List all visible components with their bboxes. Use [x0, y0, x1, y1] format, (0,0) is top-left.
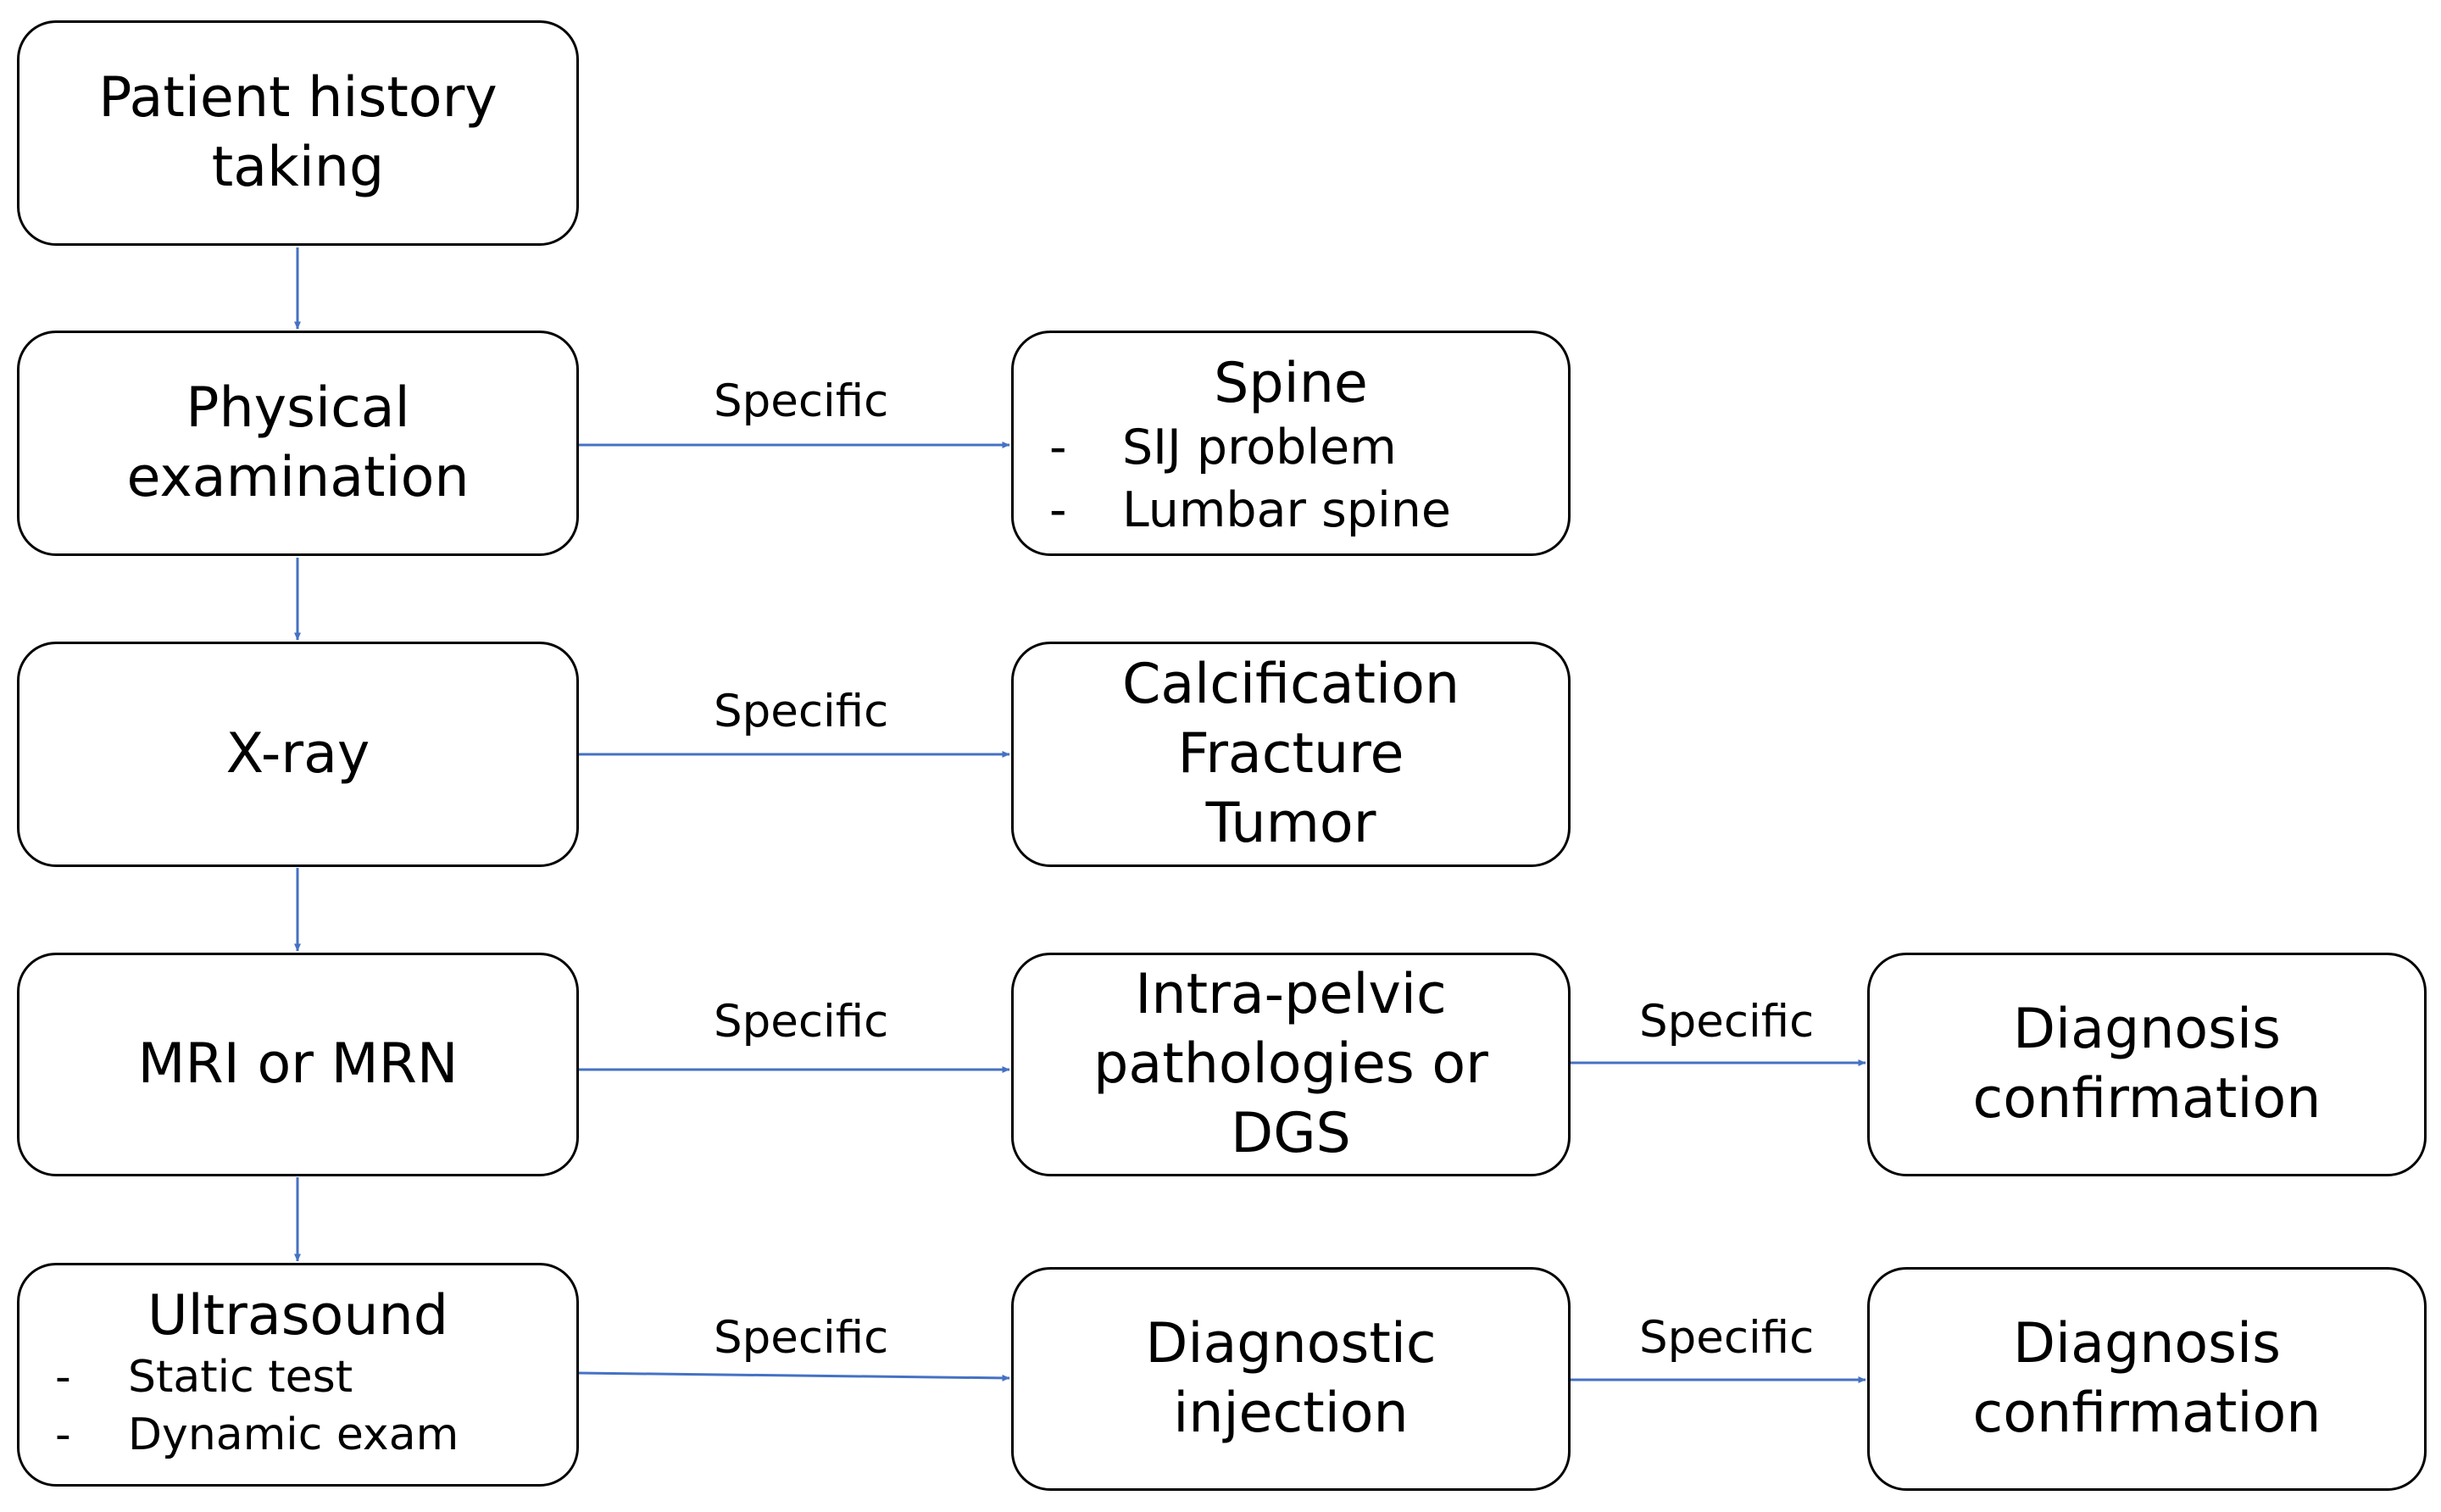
bullet-dash: - — [55, 1352, 71, 1403]
edge-label-specific: Specific — [1639, 1312, 1815, 1364]
diagnosis-confirmation-label: Diagnosis confirmation — [1972, 998, 2321, 1131]
list-item: - Dynamic exam — [19, 1406, 576, 1464]
edge-label-specific: Specific — [714, 686, 889, 737]
ultrasound-item-label: Static test — [128, 1352, 353, 1403]
diagnosis-confirmation-box: Diagnosis confirmation — [1867, 953, 2427, 1176]
bullet-dash: - — [55, 1409, 71, 1460]
ultrasound-box: Ultrasound - Static test - Dynamic exam — [17, 1263, 579, 1487]
mri-label: MRI or MRN — [137, 1032, 459, 1096]
xray-findings-box: Calcification Fracture Tumor — [1011, 642, 1571, 867]
patient-history-label: Patient history taking — [98, 66, 498, 199]
diagnosis-confirmation-box: Diagnosis confirmation — [1867, 1267, 2427, 1491]
patient-history-box: Patient history taking — [17, 20, 579, 246]
list-item: - SIJ problem — [1014, 416, 1568, 479]
edge-label-specific: Specific — [1639, 996, 1815, 1048]
physical-examination-label: Physical examination — [126, 376, 470, 509]
bullet-dash: - — [1049, 420, 1067, 475]
arrow-ultrasound-to-injection — [578, 1371, 1010, 1381]
intra-pelvic-label: Intra-pelvic pathologies or DGS — [1093, 963, 1488, 1165]
intra-pelvic-box: Intra-pelvic pathologies or DGS — [1011, 953, 1571, 1176]
list-item: - Lumbar spine — [1014, 479, 1568, 542]
bullet-dash: - — [1049, 482, 1067, 538]
mri-box: MRI or MRN — [17, 953, 579, 1176]
physical-examination-box: Physical examination — [17, 331, 579, 556]
diagnostic-injection-label: Diagnostic injection — [1145, 1312, 1437, 1445]
spine-item-label: Lumbar spine — [1122, 482, 1451, 538]
xray-box: X-ray — [17, 642, 579, 867]
diagnosis-confirmation-label: Diagnosis confirmation — [1972, 1312, 2321, 1445]
spine-item-label: SIJ problem — [1122, 420, 1397, 475]
spine-label: Spine — [1214, 352, 1368, 415]
edge-label-specific: Specific — [714, 1312, 889, 1364]
ultrasound-label: Ultrasound — [147, 1284, 448, 1348]
spine-condition-list: - SIJ problem - Lumbar spine — [1014, 416, 1568, 542]
spine-box: Spine - SIJ problem - Lumbar spine — [1011, 331, 1571, 556]
list-item: - Static test — [19, 1348, 576, 1406]
xray-findings-label: Calcification Fracture Tumor — [1121, 653, 1460, 855]
ultrasound-test-list: - Static test - Dynamic exam — [19, 1348, 576, 1464]
edge-label-specific: Specific — [714, 375, 889, 427]
xray-label: X-ray — [225, 722, 370, 786]
ultrasound-item-label: Dynamic exam — [128, 1409, 459, 1460]
diagnostic-injection-box: Diagnostic injection — [1011, 1267, 1571, 1491]
edge-label-specific: Specific — [714, 996, 889, 1048]
